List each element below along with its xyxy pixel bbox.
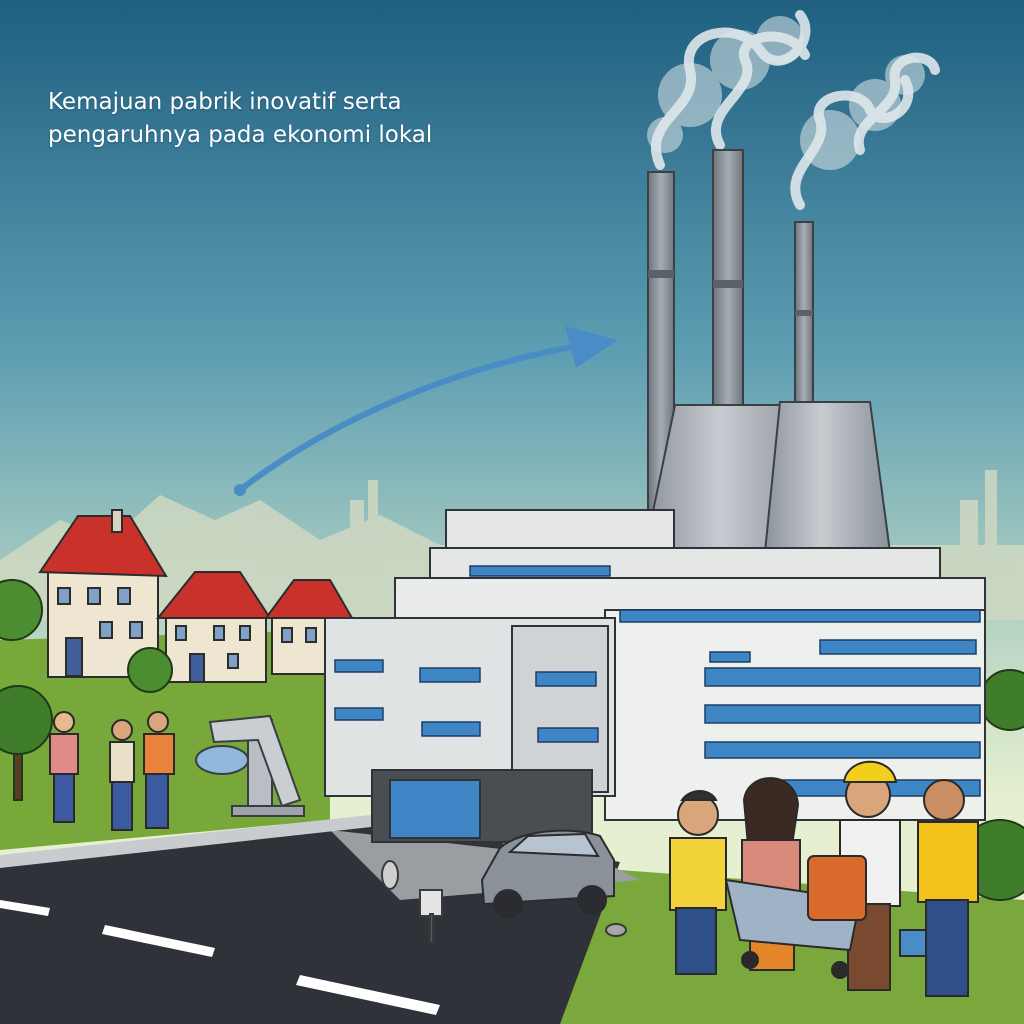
roadside-details [381,860,627,943]
caption-title: Kemajuan pabrik inovatif serta pengaruhn… [48,86,508,152]
metal-sculpture [195,714,305,817]
house-small [264,579,354,675]
caption-line-2: pengaruhnya pada ekonomi lokal [48,122,433,148]
people-left-group [49,711,175,831]
cooling-towers [643,401,892,553]
growth-arrow [234,326,618,496]
chimney-stacks [647,149,814,513]
house-middle [155,571,272,683]
curb [0,815,380,868]
trees-left [0,579,173,801]
caption-line-1: Kemajuan pabrik inovatif serta [48,89,402,115]
shopping-cart [724,855,927,979]
road-markings [0,900,440,1015]
smoke-puffs [647,16,925,170]
car [480,829,615,919]
